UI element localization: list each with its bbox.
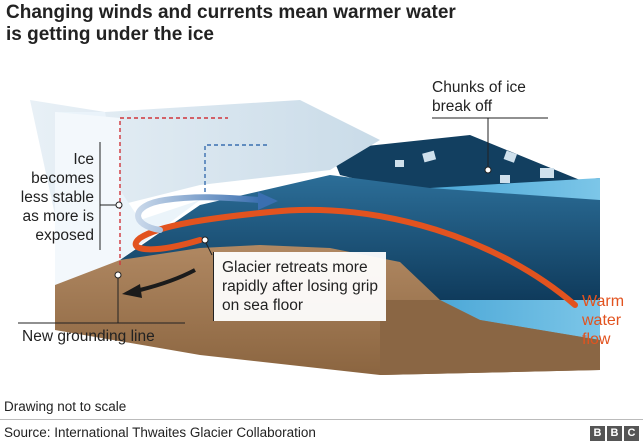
- bbc-logo-letter: C: [624, 426, 639, 441]
- ice-chunk: [500, 175, 510, 183]
- current-ice-boundary: [204, 144, 270, 192]
- retreat-label-line-2: rapidly after losing grip: [222, 278, 378, 295]
- warm-label-line-1: Warm: [582, 293, 625, 310]
- grounding-marker: [114, 271, 122, 279]
- ice-chunk: [540, 168, 554, 178]
- warm-label-line-3: flow: [582, 331, 611, 348]
- retreat-marker: [201, 236, 209, 244]
- title-line-1: Changing winds and currents mean warmer …: [6, 2, 456, 23]
- ice-chunk: [395, 160, 404, 167]
- retreat-arrow: [139, 268, 196, 292]
- ice-label-line-2: becomes: [31, 170, 94, 187]
- chunks-marker: [484, 166, 492, 174]
- grounding-label: New grounding line: [22, 328, 155, 345]
- retreat-label-line-3: on sea floor: [222, 297, 303, 314]
- diagram-title: Changing winds and currents mean warmer …: [6, 2, 606, 46]
- retreat-pointer: [204, 240, 213, 256]
- ice-marker: [115, 201, 123, 209]
- bedrock-front: [380, 300, 600, 375]
- former-ice-boundary: [119, 117, 228, 265]
- title-line-2: is getting under the ice: [6, 24, 214, 45]
- ice-label-line-3: less stable: [20, 189, 94, 206]
- bbc-logo-letter: B: [590, 426, 605, 441]
- warm-water-label: Warm water flow: [582, 292, 624, 349]
- bbc-logo: B B C: [590, 426, 639, 441]
- ice-chunk: [422, 150, 437, 163]
- scale-note: Drawing not to scale: [4, 399, 127, 414]
- ice-stability-label: Ice becomes less stable as more is expos…: [0, 150, 94, 245]
- warm-label-line-2: water: [582, 312, 622, 329]
- ice-label-line-5: exposed: [35, 227, 94, 244]
- chunks-label: Chunks of ice break off: [432, 78, 526, 116]
- bbc-logo-letter: B: [607, 426, 622, 441]
- warm-water-flow: [132, 206, 578, 308]
- source-credit: Source: International Thwaites Glacier C…: [4, 425, 316, 440]
- circulation-arrow: [135, 194, 263, 233]
- retreat-label: Glacier retreats more rapidly after losi…: [213, 252, 386, 321]
- footer-divider: [0, 419, 643, 420]
- chunks-label-line-2: break off: [432, 98, 493, 115]
- ocean-cavity: [55, 175, 600, 300]
- ice-label-line-1: Ice: [73, 151, 94, 168]
- ice-chunk: [503, 150, 518, 163]
- ice-front-panel: [55, 112, 120, 290]
- circulation-arrowhead-icon: [258, 192, 278, 210]
- ice-label-line-4: as more is: [22, 208, 95, 225]
- chunks-label-line-1: Chunks of ice: [432, 79, 526, 96]
- retreat-arrowhead-icon: [122, 284, 142, 298]
- retreat-label-line-1: Glacier retreats more: [222, 259, 368, 276]
